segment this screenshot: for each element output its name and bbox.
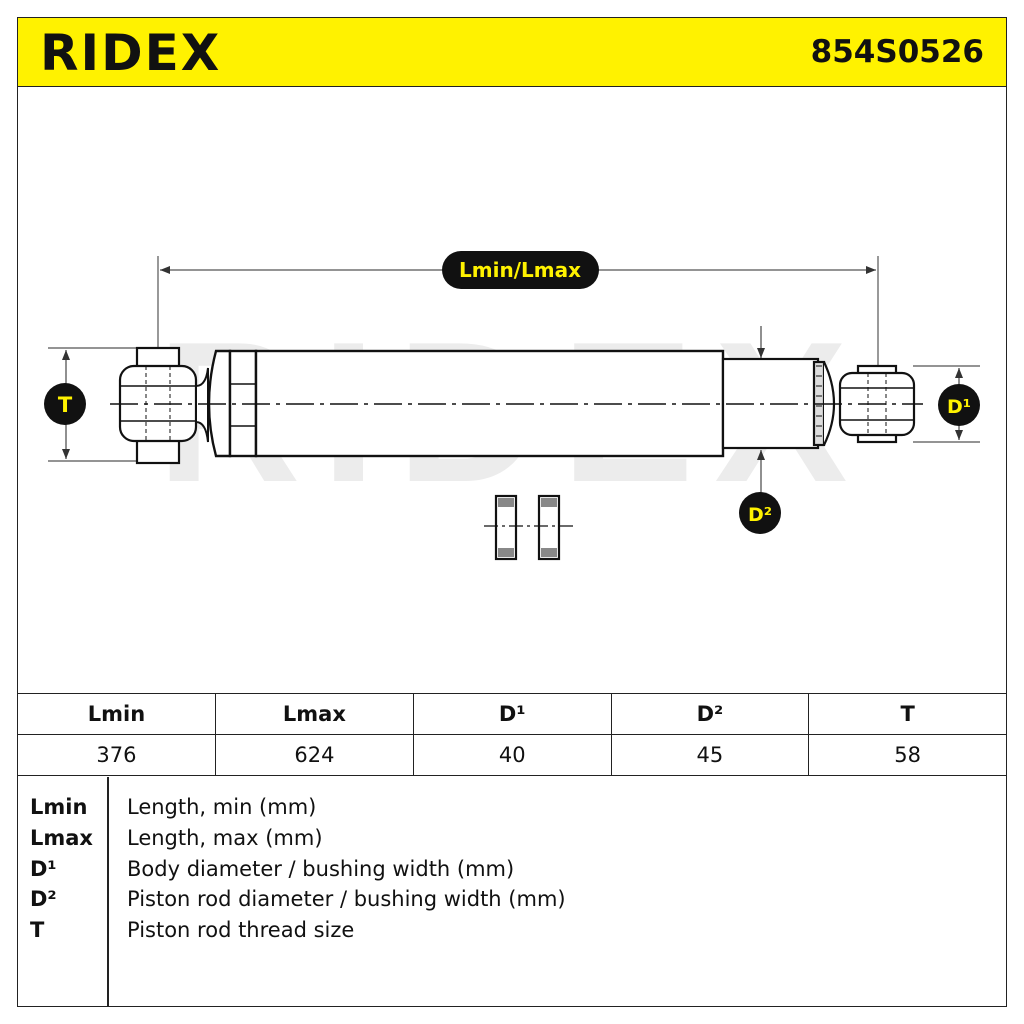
header-lmin: Lmin [17, 693, 216, 735]
d1-dimension: D¹ [913, 365, 980, 443]
d2-dimension: D² [739, 326, 781, 534]
header-d1: D¹ [412, 693, 612, 735]
header-bar: RIDEX 854S0526 [17, 17, 1007, 87]
bushing-set [484, 494, 574, 561]
legend-item: D² Piston rod diameter / bushing width (… [18, 884, 1006, 915]
value-lmin: 376 [17, 734, 216, 776]
legend-key: T [30, 918, 45, 942]
legend-desc: Piston rod thread size [127, 918, 355, 942]
bushing-right [537, 494, 561, 561]
legend-item: T Piston rod thread size [18, 915, 1006, 946]
legend-box: Lmin Length, min (mm) Lmax Length, max (… [17, 777, 1007, 1007]
legend-key: Lmin [30, 795, 88, 819]
specs-table: Lmin Lmax D¹ D² T 376 624 40 45 58 [17, 693, 1007, 776]
value-d2: 45 [610, 734, 810, 776]
legend-item: Lmin Length, min (mm) [18, 792, 1006, 823]
legend-desc: Piston rod diameter / bushing width (mm) [127, 887, 566, 911]
legend-desc: Length, min (mm) [127, 795, 317, 819]
legend-desc: Length, max (mm) [127, 826, 323, 850]
legend-divider [107, 777, 109, 1006]
t-label: T [58, 393, 73, 417]
header-d2: D² [610, 693, 810, 735]
brand-logo: RIDEX [40, 24, 222, 82]
legend-item: D¹ Body diameter / bushing width (mm) [18, 854, 1006, 885]
header-t: T [808, 693, 1007, 735]
legend-item: Lmax Length, max (mm) [18, 823, 1006, 854]
specs-header-row: Lmin Lmax D¹ D² T [17, 693, 1007, 735]
d1-label: D¹ [947, 396, 971, 418]
legend-key: D² [30, 887, 57, 911]
value-lmax: 624 [214, 734, 414, 776]
left-neck [195, 367, 209, 443]
bushing-left [494, 494, 518, 561]
shock-absorber-diagram: RIDEX Lmin/Lmax T D¹ D² [44, 251, 980, 561]
specs-value-row: 376 624 40 45 58 [17, 734, 1007, 776]
header-lmax: Lmax [214, 693, 414, 735]
value-t: 58 [808, 734, 1007, 776]
value-d1: 40 [412, 734, 612, 776]
t-dimension: T [44, 347, 158, 462]
length-label: Lmin/Lmax [459, 258, 581, 282]
legend-key: Lmax [30, 826, 93, 850]
d2-label: D² [748, 504, 772, 526]
legend-desc: Body diameter / bushing width (mm) [127, 857, 515, 881]
legend-key: D¹ [30, 857, 57, 881]
part-number: 854S0526 [810, 34, 984, 70]
